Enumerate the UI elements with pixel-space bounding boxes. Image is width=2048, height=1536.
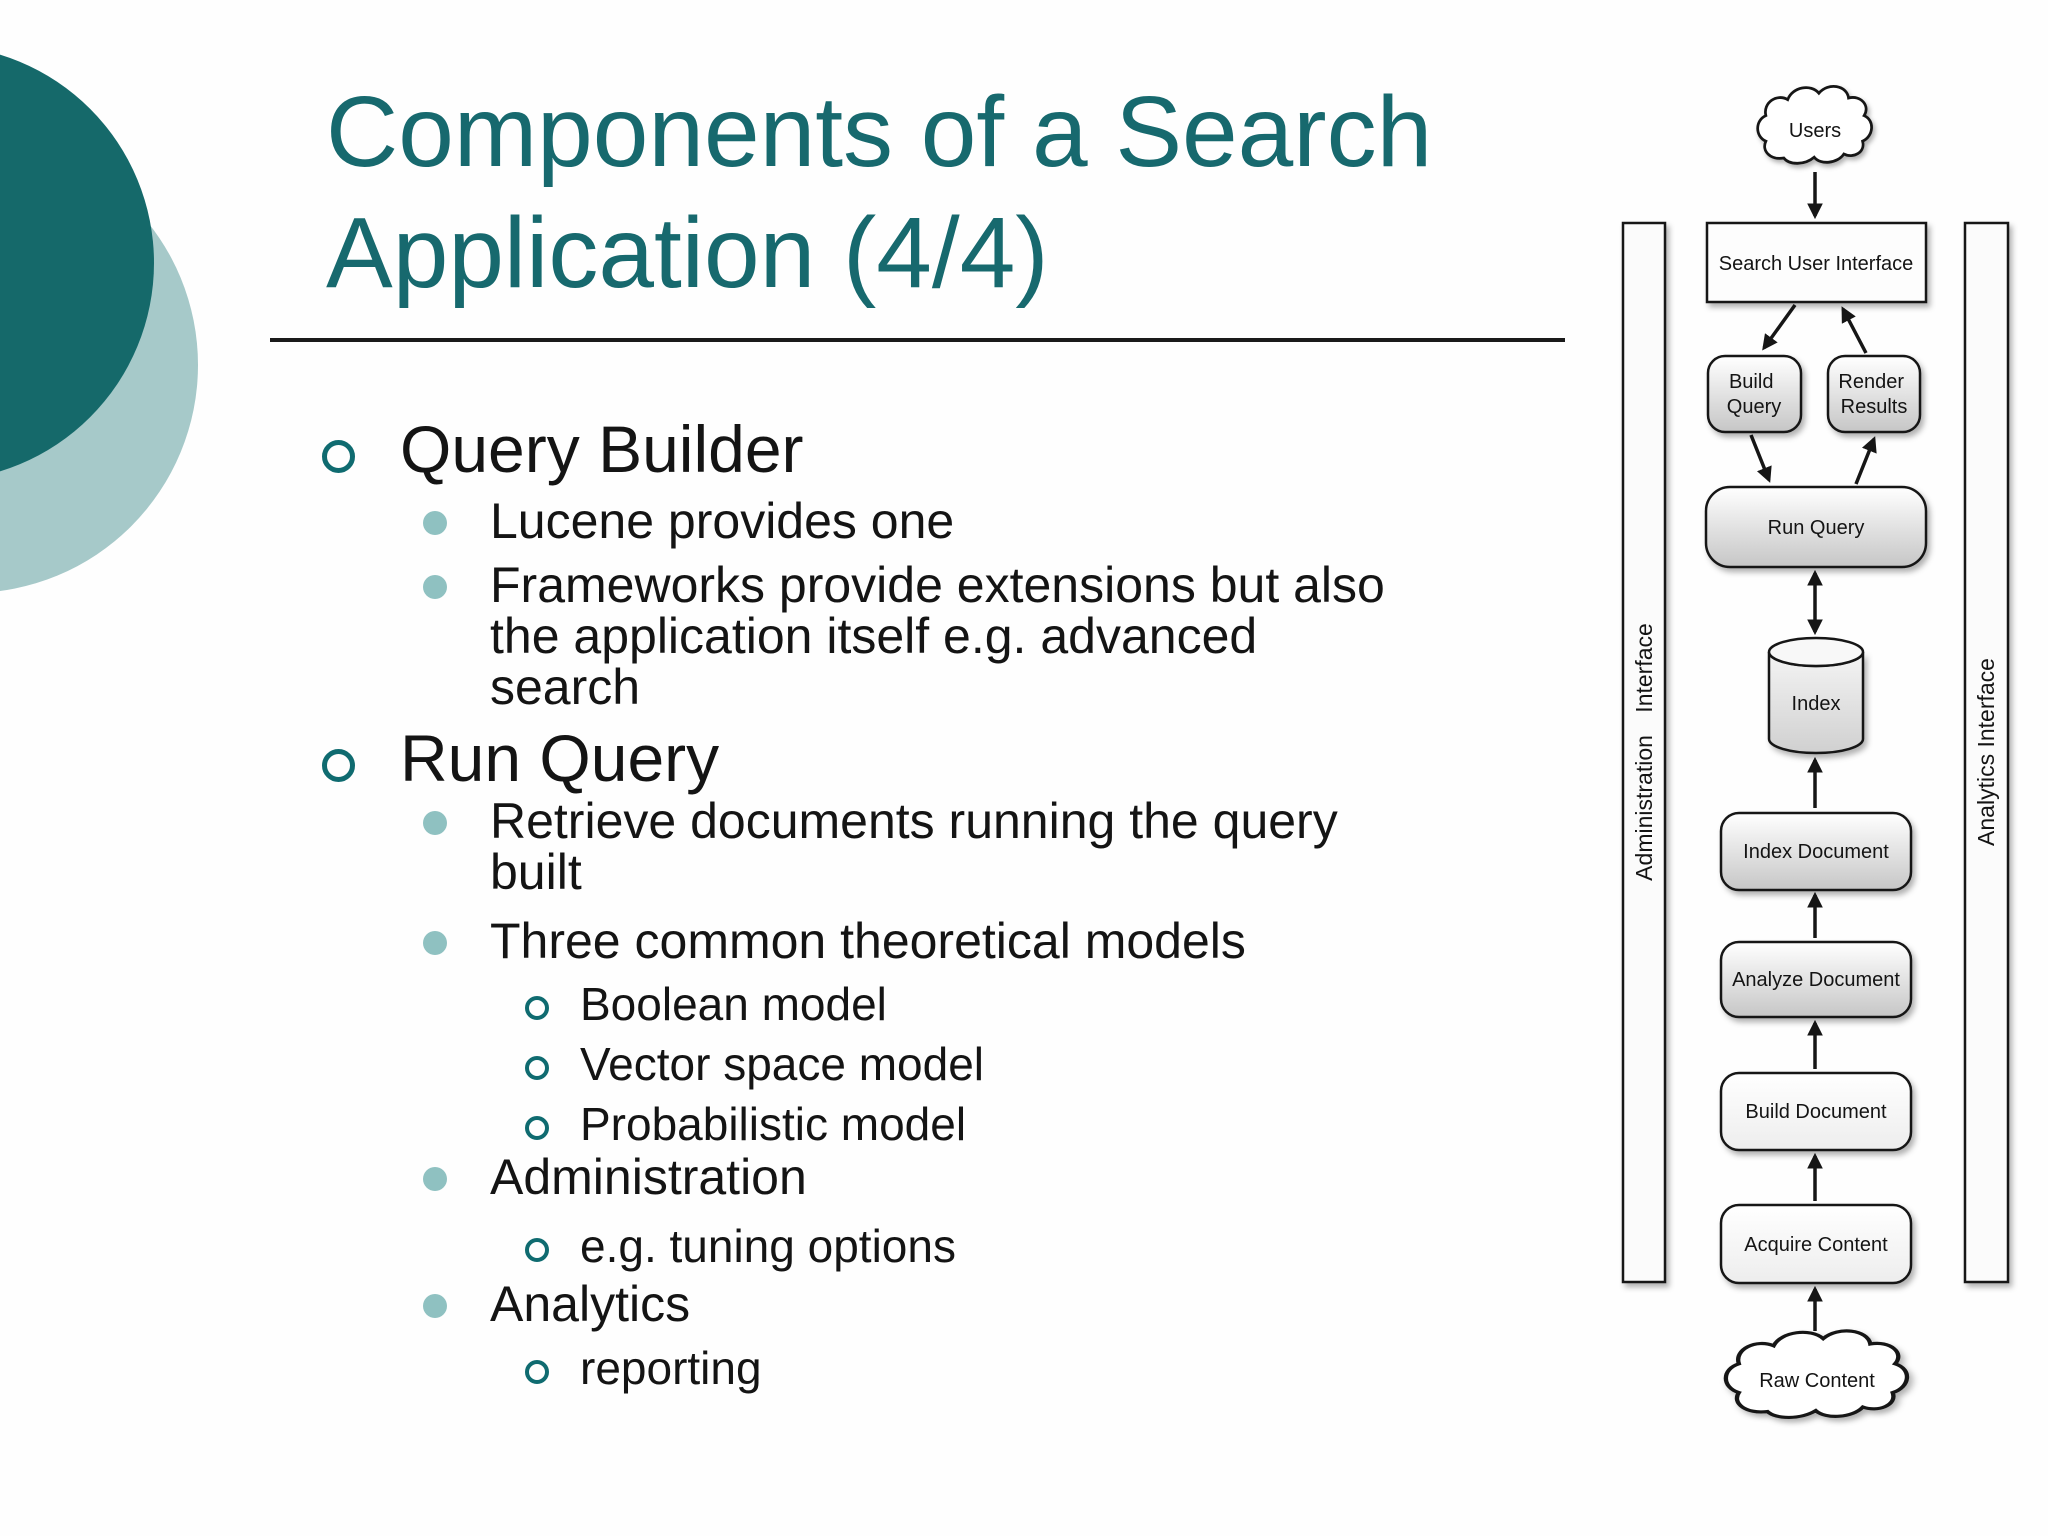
acquire-content-label: Acquire Content [1744, 1234, 1888, 1256]
bullet-dot-icon [423, 1294, 447, 1318]
analytics-interface-bar: Analytics Interface [1963, 221, 2010, 1284]
flow-arrow [1749, 434, 1772, 483]
bullet-dot-icon [423, 575, 447, 599]
run-query-box: Run Query [1704, 485, 1928, 569]
title-underline [270, 338, 1565, 342]
bullet-text: Frameworks provide extensions but also t… [490, 557, 1385, 715]
bullet-text: e.g. tuning options [580, 1220, 956, 1272]
raw-content-label: Raw Content [1759, 1370, 1875, 1392]
list-item: Query Builder [322, 416, 804, 482]
analyze-document-box: Analyze Document [1719, 940, 1913, 1019]
analyze-document-label: Analyze Document [1732, 969, 1900, 991]
bullet-text: Run Query [400, 721, 720, 795]
render-results-box: Render Results [1826, 354, 1922, 434]
bullet-text: Analytics [490, 1276, 691, 1332]
bullet-ring-icon [322, 749, 355, 782]
acquire-content-box: Acquire Content [1719, 1203, 1913, 1285]
list-item: Analytics [423, 1279, 690, 1330]
admin-interface-label: Administration Interface [1631, 623, 1657, 881]
flow-arrow [1762, 303, 1797, 351]
bullet-ring-icon [525, 1056, 549, 1080]
raw-content-cloud: Raw Content [1726, 1331, 1907, 1418]
bullet-dot-icon [423, 1167, 447, 1191]
bullet-text: Boolean model [580, 978, 887, 1030]
bullet-text: Query Builder [400, 412, 804, 486]
list-item: Frameworks provide extensions but also t… [423, 560, 1385, 713]
bullet-dot-icon [423, 811, 447, 835]
index-document-label: Index Document [1743, 841, 1889, 863]
run-query-label: Run Query [1768, 517, 1865, 539]
flow-arrow [1854, 436, 1877, 485]
slide-title: Components of a Search Application (4/4) [326, 72, 1432, 314]
flow-arrow [1841, 306, 1868, 354]
bullet-text: Administration [490, 1149, 807, 1205]
bullet-text: Retrieve documents running the query bui… [490, 793, 1338, 900]
bullet-text: Three common theoretical models [490, 913, 1246, 969]
slide-title-line: Application (4/4) [326, 197, 1049, 309]
analytics-interface-label: Analytics Interface [1973, 658, 1999, 846]
list-item: Lucene provides one [423, 496, 954, 547]
bullet-text: reporting [580, 1342, 762, 1394]
list-item: e.g. tuning options [525, 1222, 956, 1270]
users-label: Users [1789, 120, 1841, 142]
list-item: Boolean model [525, 980, 887, 1028]
index-label: Index [1792, 693, 1841, 715]
build-query-label: Build Query [1727, 371, 1781, 418]
render-results-label: Render Results [1838, 371, 1909, 418]
architecture-diagram: Administration Interface Analytics Inter… [1621, 84, 2010, 1440]
admin-interface-bar: Administration Interface [1621, 221, 1667, 1284]
bullet-ring-icon [525, 1238, 549, 1262]
build-document-label: Build Document [1745, 1101, 1887, 1123]
bullet-ring-icon [525, 1360, 549, 1384]
bullet-ring-icon [525, 1116, 549, 1140]
bullet-text: Vector space model [580, 1038, 985, 1090]
search-user-interface-label: Search User Interface [1719, 253, 1914, 275]
bullet-dot-icon [423, 931, 447, 955]
list-item: Probabilistic model [525, 1100, 966, 1148]
list-item: Retrieve documents running the query bui… [423, 796, 1338, 898]
users-cloud: Users [1756, 84, 1873, 165]
bullet-dot-icon [423, 511, 447, 535]
search-user-interface-box: Search User Interface [1705, 221, 1928, 304]
bullet-text: Probabilistic model [580, 1098, 967, 1150]
list-item: Vector space model [525, 1040, 984, 1088]
build-query-box: Build Query [1706, 354, 1803, 434]
build-document-box: Build Document [1719, 1071, 1913, 1152]
list-item: reporting [525, 1344, 762, 1392]
bullet-ring-icon [525, 996, 549, 1020]
bullet-text: Lucene provides one [490, 493, 955, 549]
index-document-box: Index Document [1719, 811, 1913, 892]
slide-title-line: Components of a Search [326, 76, 1433, 188]
index-cylinder: Index [1767, 636, 1865, 755]
list-item: Administration [423, 1152, 807, 1203]
bullet-ring-icon [322, 440, 355, 473]
list-item: Run Query [322, 725, 719, 791]
list-item: Three common theoretical models [423, 916, 1246, 967]
